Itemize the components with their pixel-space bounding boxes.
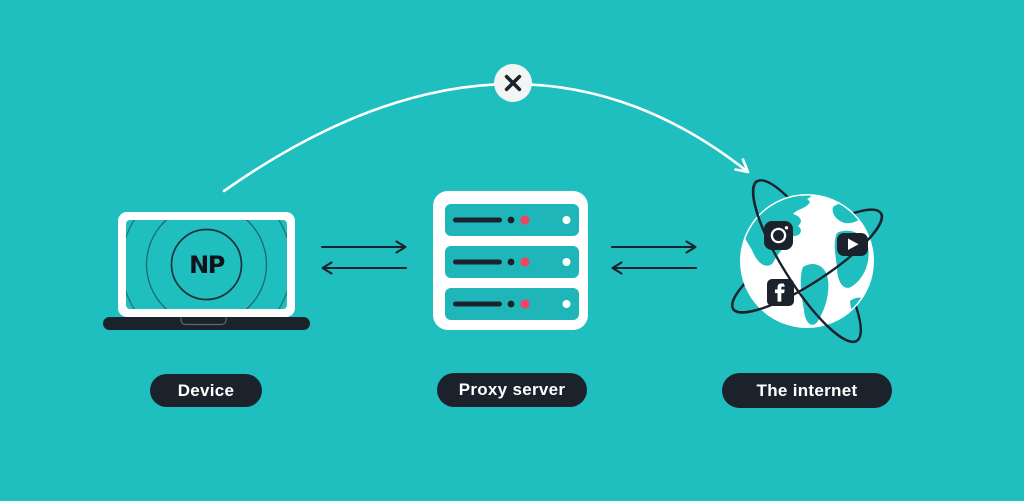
led-dot-dark [507,258,515,266]
internet-label-pill: The internet [722,373,892,408]
slot-led-bar [453,217,502,223]
led-dot-red [520,257,530,267]
internet-label: The internet [756,380,858,400]
orbit-front [731,179,884,344]
globe-illustration [731,179,884,344]
arrow-right-icon [610,240,697,254]
arrow-left-icon [321,261,408,275]
slot-led-bar [453,259,502,265]
instagram-icon [764,221,793,250]
led-dot-white [562,216,571,224]
youtube-icon [837,233,868,256]
led-dot-red [520,299,530,309]
server-slot-2 [445,246,579,278]
server-slot-1 [445,204,579,236]
led-dot-white [562,300,571,308]
facebook-icon [767,279,794,306]
led-dot-dark [507,216,515,224]
slot-led-bar [453,301,502,307]
arrows-device-proxy [320,240,408,275]
server-rack-illustration [433,191,588,330]
np-logo-text: NP [189,251,225,279]
device-label: Device [177,380,235,400]
signal-rings [126,220,287,309]
led-dot-red [520,215,530,225]
device-label-pill: Device [150,374,262,407]
arrows-proxy-internet [610,240,698,275]
x-badge [494,64,532,102]
led-dot-white [562,258,571,266]
arrowhead-icon [734,158,750,174]
led-dot-dark [507,300,515,308]
laptop-screen [126,220,287,309]
arrow-left-icon [611,261,698,275]
proxy-server-label: Proxy server [458,380,566,399]
x-icon [504,74,522,92]
np-logo-circle [170,228,243,301]
laptop-illustration: NP [103,212,310,330]
arrow-right-icon [320,240,407,254]
blocked-path-arc [222,82,750,193]
proxy-server-label-pill: Proxy server [437,373,587,407]
server-slot-3 [445,288,579,320]
laptop-notch [180,317,227,326]
